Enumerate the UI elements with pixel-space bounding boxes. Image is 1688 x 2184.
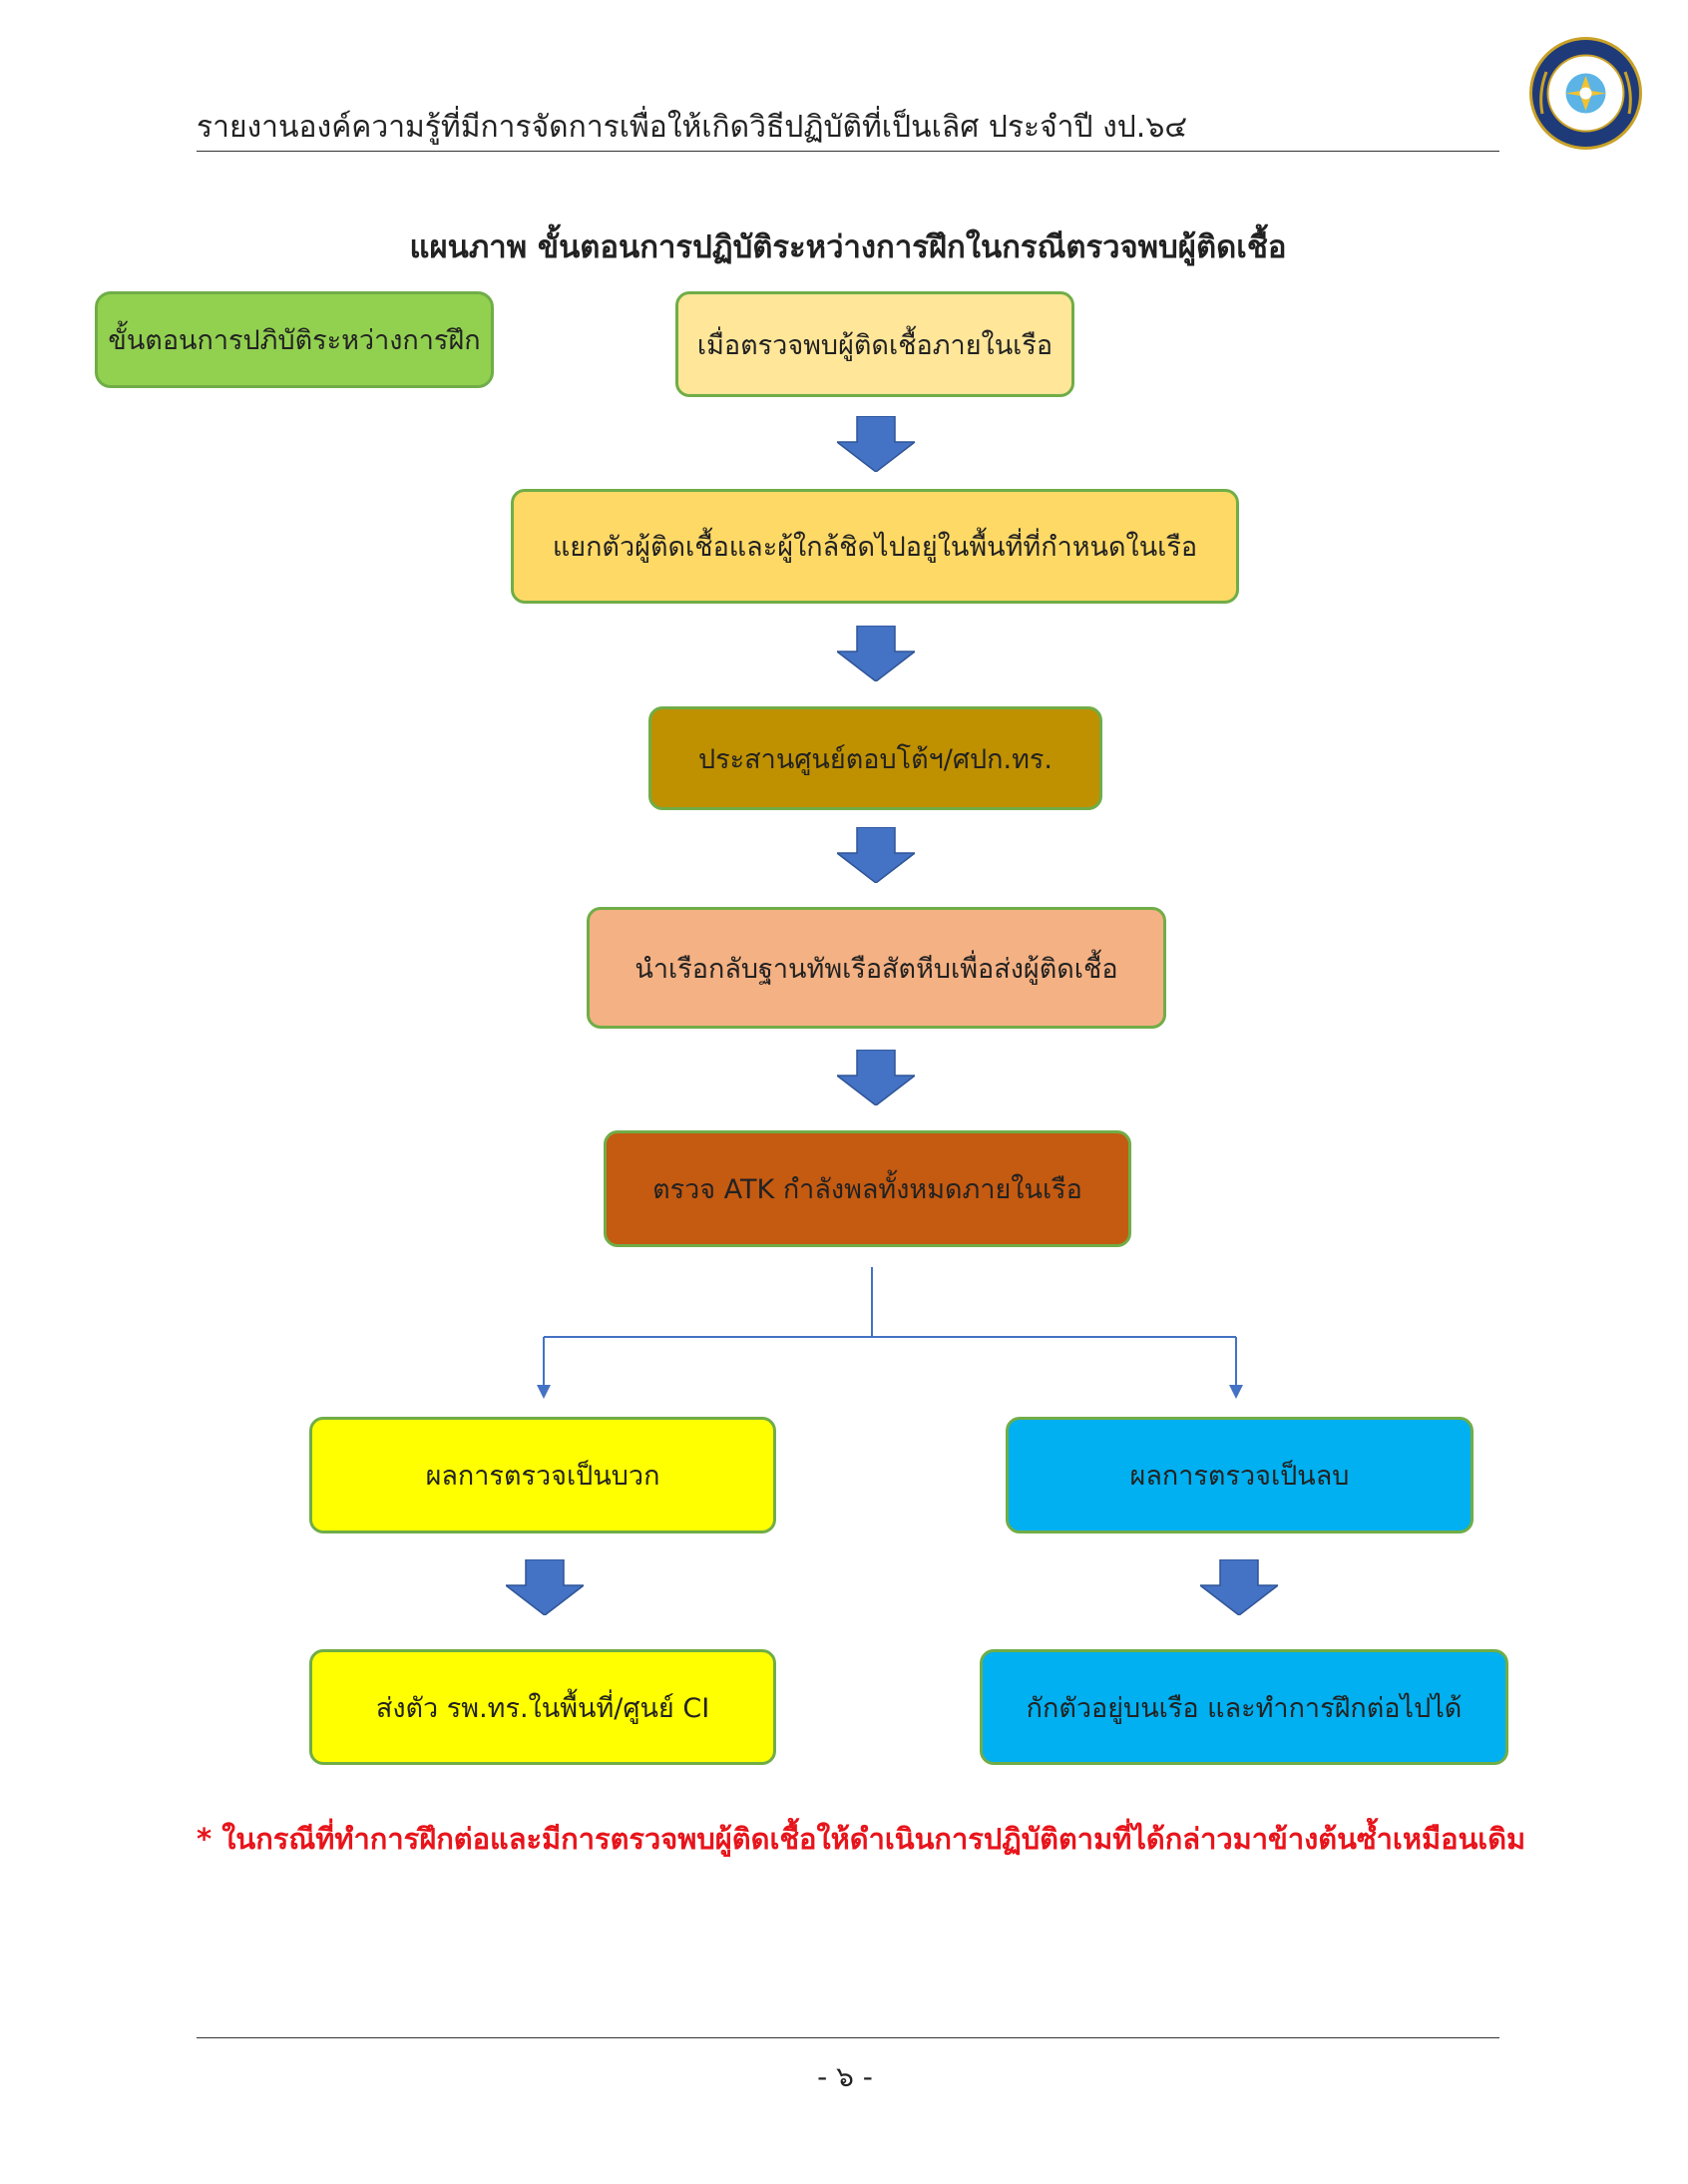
positive-result-box: ผลการตรวจเป็นบวก — [309, 1417, 776, 1533]
legend-box: ขั้นตอนการปภิบัติระหว่างการฝึก — [95, 291, 494, 388]
down-arrow-4 — [837, 1050, 915, 1105]
step-3-box: ประสานศูนย์ตอบโต้ฯ/ศปก.ทร. — [648, 706, 1102, 810]
step-5-box: ตรวจ ATK กำลังพลทั้งหมดภายในเรือ — [604, 1130, 1131, 1247]
page-number: - ๖ - — [817, 2060, 873, 2093]
down-arrow-2 — [837, 626, 915, 681]
footnote-text: * ในกรณีที่ทำการฝึกต่อและมีการตรวจพบผู้ต… — [197, 1822, 1526, 1856]
organization-seal-logo — [1529, 37, 1642, 150]
branch-connector — [537, 1267, 1243, 1399]
down-arrow-1 — [837, 416, 915, 472]
down-arrow-negative — [1200, 1559, 1278, 1615]
negative-result-box: ผลการตรวจเป็นลบ — [1006, 1417, 1474, 1533]
step-4-box: นำเรือกลับฐานทัพเรือสัตหีบเพื่อส่งผู้ติด… — [587, 907, 1166, 1029]
negative-action-box: กักตัวอยู่บนเรือ และทำการฝึกต่อไปได้ — [980, 1649, 1508, 1765]
positive-action-box: ส่งตัว รพ.ทร.ในพื้นที่/ศูนย์ CI — [309, 1649, 776, 1765]
step-2-box: แยกตัวผู้ติดเชื้อและผู้ใกล้ชิดไปอยู่ในพื… — [511, 489, 1239, 604]
down-arrow-positive — [506, 1559, 584, 1615]
footer-rule — [197, 2037, 1499, 2038]
down-arrow-3 — [837, 827, 915, 883]
header-rule — [197, 151, 1499, 152]
step-1-box: เมื่อตรวจพบผู้ติดเชื้อภายในเรือ — [675, 291, 1074, 397]
page-header: รายงานองค์ความรู้ที่มีการจัดการเพื่อให้เ… — [197, 110, 1188, 145]
diagram-title: แผนภาพ ขั้นตอนการปฏิบัติระหว่างการฝึกในก… — [409, 229, 1287, 265]
